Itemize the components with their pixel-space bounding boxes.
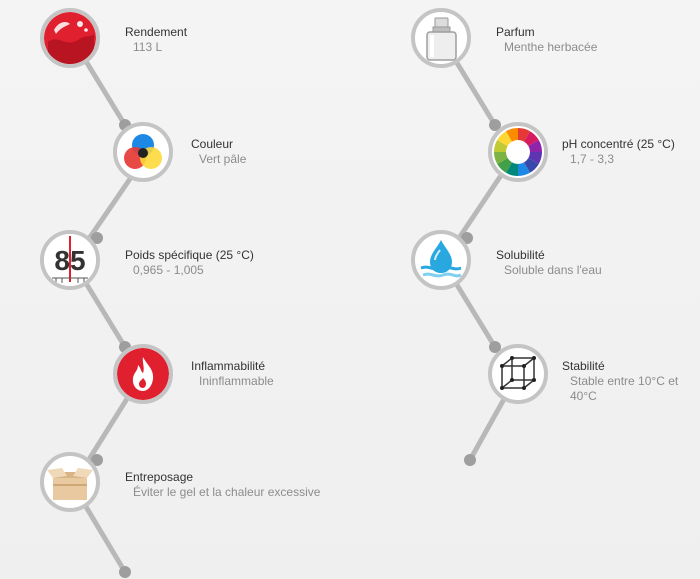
couleur-title: Couleur xyxy=(191,137,234,151)
parfum-value: Menthe herbacée xyxy=(504,40,598,54)
inflammabilite-title: Inflammabilité xyxy=(191,359,266,373)
solubilite-node xyxy=(411,230,471,290)
stabilite-node xyxy=(488,344,548,404)
hydrometer-85-icon: 85 xyxy=(44,234,96,286)
entreposage-node xyxy=(40,452,100,512)
entreposage-title: Entreposage xyxy=(125,470,194,484)
rendement-node xyxy=(40,8,100,68)
rgb-color-circles-icon xyxy=(124,134,162,169)
poids-node: 85 xyxy=(40,230,100,290)
spray-bottle-icon xyxy=(426,17,457,61)
inflammabilite-label: Inflammabilité Ininflammable xyxy=(191,359,391,389)
poids-value: 0,965 - 1,005 xyxy=(133,263,204,277)
solubilite-title: Solubilité xyxy=(496,248,545,262)
stabilite-title: Stabilité xyxy=(562,359,605,373)
stabilite-label: Stabilité Stable entre 10°C et 40°C xyxy=(562,359,690,404)
solubilite-value: Soluble dans l'eau xyxy=(504,263,602,277)
ph-title: pH concentré (25 °C) xyxy=(562,137,675,151)
cube-icon xyxy=(500,356,536,390)
inflammabilite-node xyxy=(113,344,173,404)
couleur-node xyxy=(113,122,173,182)
parfum-node xyxy=(411,8,471,68)
ph-color-wheel-icon xyxy=(494,127,542,177)
rendement-label: Rendement 113 L xyxy=(125,25,345,55)
couleur-label: Couleur Vert pâle xyxy=(191,137,391,167)
couleur-value: Vert pâle xyxy=(199,152,247,166)
inflammabilite-value: Ininflammable xyxy=(199,374,274,388)
rendement-value: 113 L xyxy=(133,40,163,54)
ph-value: 1,7 - 3,3 xyxy=(570,152,615,166)
water-drop-icon xyxy=(420,240,462,278)
ph-node xyxy=(488,122,548,182)
entreposage-value: Éviter le gel et la chaleur excessive xyxy=(133,485,321,499)
solubilite-label: Solubilité Soluble dans l'eau xyxy=(496,248,686,278)
entreposage-label: Entreposage Éviter le gel et la chaleur … xyxy=(125,470,365,500)
rendement-title: Rendement xyxy=(125,25,188,39)
ph-label: pH concentré (25 °C) 1,7 - 3,3 xyxy=(562,137,692,167)
parfum-label: Parfum Menthe herbacée xyxy=(496,25,686,55)
poids-title: Poids spécifique (25 °C) xyxy=(125,248,254,262)
liquid-drop-icon xyxy=(44,12,96,64)
stabilite-value: Stable entre 10°C et 40°C xyxy=(570,374,679,403)
flame-icon xyxy=(117,348,169,400)
poids-label: Poids spécifique (25 °C) 0,965 - 1,005 xyxy=(125,248,365,278)
box-icon xyxy=(47,468,93,500)
parfum-title: Parfum xyxy=(496,25,535,39)
